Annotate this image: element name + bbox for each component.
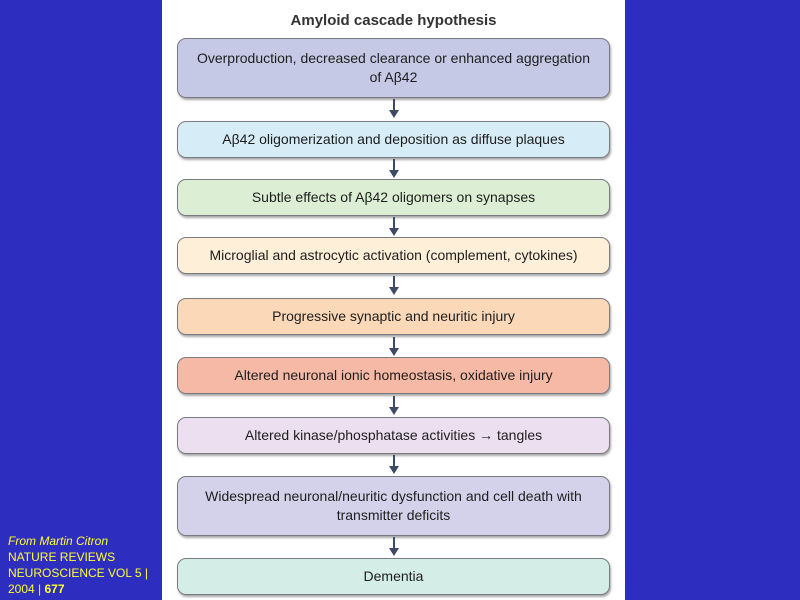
step-synaptic-injury: Progressive synaptic and neuritic injury bbox=[177, 298, 610, 335]
step-label: Progressive synaptic and neuritic injury bbox=[272, 308, 515, 324]
arrow-down-icon bbox=[389, 455, 399, 474]
credit-page: 677 bbox=[44, 582, 65, 596]
step-label: Aβ42 oligomerization and deposition as d… bbox=[222, 131, 565, 147]
step-label: Dementia bbox=[363, 568, 424, 584]
arrow-down-icon bbox=[389, 99, 399, 118]
step-neuronal-dysfunction: Widespread neuronal/neuritic dysfunction… bbox=[177, 476, 610, 536]
step-label: Subtle effects of Aβ42 oligomers on syna… bbox=[251, 189, 536, 205]
step-label: Altered neuronal ionic homeostasis, oxid… bbox=[234, 367, 553, 383]
credit-author: From Martin Citron bbox=[8, 534, 109, 548]
step-ionic-homeostasis: Altered neuronal ionic homeostasis, oxid… bbox=[177, 357, 610, 394]
arrow-down-icon bbox=[389, 276, 399, 295]
step-label: Altered kinase/phosphatase activities → … bbox=[244, 427, 543, 443]
credit-citation: NATURE REVIEWS NEUROSCIENCE VOL 5 | 2004… bbox=[8, 550, 149, 596]
step-label: Widespread neuronal/neuritic dysfunction… bbox=[205, 488, 582, 523]
step-dementia: Dementia bbox=[177, 558, 610, 595]
step-label: Microglial and astrocytic activation (co… bbox=[209, 247, 578, 263]
step-oligomerization: Aβ42 oligomerization and deposition as d… bbox=[177, 121, 610, 158]
step-glial-activation: Microglial and astrocytic activation (co… bbox=[177, 237, 610, 274]
arrow-down-icon bbox=[389, 537, 399, 556]
step-synapse-effects: Subtle effects of Aβ42 oligomers on syna… bbox=[177, 179, 610, 216]
diagram-panel: Amyloid cascade hypothesis Overproductio… bbox=[162, 0, 625, 600]
arrow-down-icon bbox=[389, 217, 399, 236]
diagram-title: Amyloid cascade hypothesis bbox=[290, 12, 497, 29]
arrow-down-icon bbox=[389, 396, 399, 415]
step-kinase-tangles: Altered kinase/phosphatase activities → … bbox=[177, 417, 610, 454]
source-credit: From Martin Citron NATURE REVIEWS NEUROS… bbox=[8, 533, 158, 597]
arrow-down-icon bbox=[389, 337, 399, 356]
arrow-down-icon bbox=[389, 159, 399, 178]
step-overproduction: Overproduction, decreased clearance or e… bbox=[177, 38, 610, 98]
credit-journal: NATURE REVIEWS NEUROSCIENCE VOL 5 | 2004… bbox=[8, 549, 158, 597]
step-label: Overproduction, decreased clearance or e… bbox=[196, 50, 591, 85]
